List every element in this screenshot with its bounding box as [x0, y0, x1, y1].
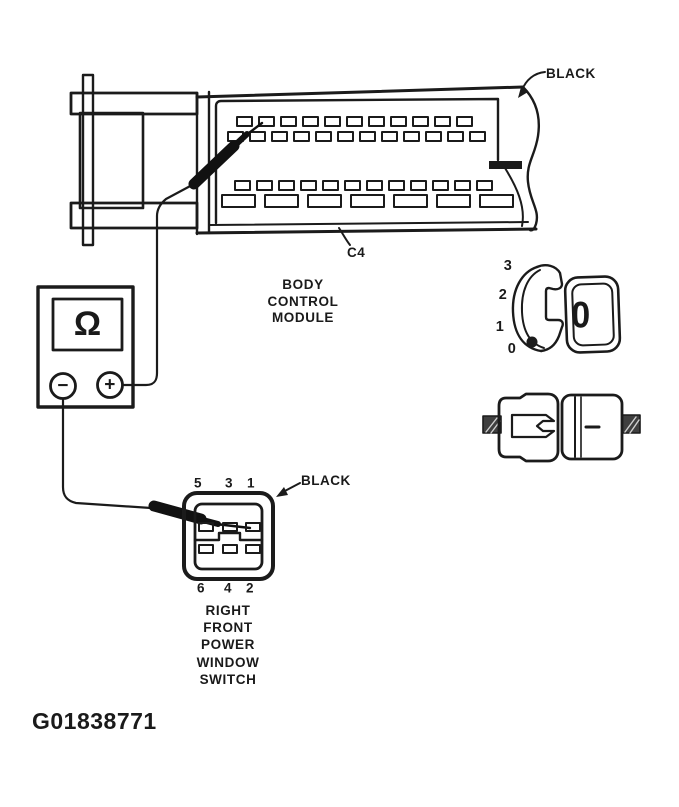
pin-label-1: 1 — [246, 475, 256, 491]
switch-name-line: RIGHT — [205, 603, 251, 618]
bcm-name-label: BODY CONTROL MODULE — [243, 277, 363, 327]
pin-label-3: 3 — [224, 475, 234, 491]
pin-label-4: 4 — [223, 580, 233, 596]
ohmmeter-body — [36, 285, 135, 409]
bcm-bracket — [69, 73, 199, 247]
switch-name-line: FRONT — [203, 620, 253, 636]
switch-name-line: SWITCH — [199, 671, 257, 687]
leader-lines — [276, 71, 546, 497]
wire-stub-right — [621, 414, 641, 434]
inline-connector — [482, 392, 641, 463]
dial-knob-value: 0 — [571, 294, 591, 336]
c4-terminals — [221, 116, 514, 208]
bcm-name-line: BODY — [282, 277, 324, 292]
ohmmeter-display-symbol: Ω — [73, 305, 102, 343]
test-probe-bcm — [188, 121, 264, 190]
wire-stub-left — [482, 415, 502, 434]
switch-name-line: POWER — [200, 637, 255, 653]
c4-connector-label: C4 — [347, 245, 366, 260]
plus-terminal-icon: + — [104, 374, 116, 396]
minus-terminal-icon: − — [57, 375, 69, 397]
bcm-name-line: CONTROL — [267, 293, 339, 309]
dial-position-2: 2 — [498, 286, 508, 303]
window-switch-connector — [182, 491, 275, 581]
switch-name-line: WINDOW — [196, 654, 260, 670]
test-probe-switch — [148, 500, 252, 530]
dial-position-3: 3 — [503, 257, 513, 274]
dial-position-0: 0 — [507, 340, 517, 357]
bcm-connector-color-label: BLACK — [546, 66, 596, 81]
pin-label-5: 5 — [193, 475, 203, 491]
bcm-name-line: MODULE — [271, 310, 335, 325]
figure-id: G01838771 — [32, 708, 157, 734]
pin-label-6: 6 — [196, 580, 206, 596]
switch-connector-color-label: BLACK — [301, 473, 351, 488]
window-switch-name-label: RIGHT FRONT POWER WINDOW SWITCH — [168, 602, 288, 688]
meter-leads — [61, 182, 196, 510]
rotary-dial — [511, 264, 622, 354]
pin-label-2: 2 — [245, 580, 255, 596]
dial-position-1: 1 — [495, 318, 505, 335]
bcm-module-outline — [195, 85, 540, 236]
